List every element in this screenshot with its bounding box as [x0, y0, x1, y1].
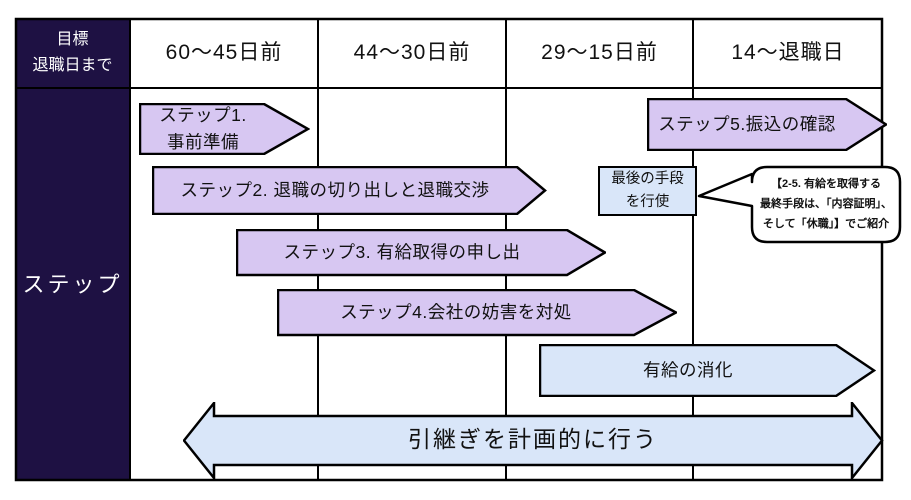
step3-arrow-shape	[236, 229, 606, 277]
last-resort-line2: を行使	[625, 194, 670, 210]
table-outer-border	[14, 17, 884, 482]
column-header-14-last: 14〜退職日	[731, 40, 845, 64]
last-resort-box: 最後の手段 を行使	[598, 166, 697, 216]
header-corner-line1: 目標	[56, 31, 89, 49]
callout-line3: そして「休職」】でご紹介	[762, 217, 890, 230]
step1-arrow	[139, 103, 310, 155]
paid-leave-arrow	[539, 344, 876, 397]
paid-leave-label: 有給の消化	[643, 359, 733, 380]
step1-label: ステップ1. 事前準備	[140, 104, 266, 154]
step5-arrow-shape	[647, 98, 887, 151]
header-corner-label: 目標 退職日まで	[15, 18, 130, 88]
step2-arrow	[152, 166, 547, 215]
step1-label-line1: ステップ1.	[159, 104, 247, 125]
step5-arrow	[647, 98, 887, 151]
step4-label: ステップ4.会社の妨害を対処	[340, 301, 572, 322]
step4-arrow	[277, 289, 677, 337]
column-header-29-15: 29〜15日前	[541, 40, 658, 64]
step3-arrow	[236, 229, 606, 277]
sidebar-row-label: ステップ	[22, 271, 123, 297]
callout-text: 【2-5. 有給を取得する 最終手段は、「内容証明」、 そして「休職」】でご紹介	[754, 169, 898, 241]
step4-arrow-shape	[277, 289, 677, 337]
callout-line2: 最終手段は、「内容証明」、	[760, 198, 892, 211]
step3-label: ステップ3. 有給取得の申し出	[283, 241, 521, 262]
paid-leave-arrow-shape	[539, 344, 876, 397]
header-corner-cell-bg	[15, 18, 130, 88]
step5-label: ステップ5.振込の確認	[658, 113, 836, 134]
handover-label: 引継ぎを計画的に行う	[408, 426, 658, 453]
callout-line1: 【2-5. 有給を取得する	[770, 178, 881, 191]
callout-bubble	[697, 165, 902, 244]
callout-bubble-shape	[697, 165, 902, 244]
handover-arrow-shape	[183, 402, 884, 480]
step2-label: ステップ2. 退職の切り出しと退職交渉	[180, 179, 490, 200]
handover-double-arrow	[183, 402, 884, 480]
column-header-44-30: 44〜30日前	[353, 40, 471, 64]
sidebar-cell-bg	[15, 88, 130, 481]
column-header-60-45: 60〜45日前	[165, 40, 283, 64]
step1-label-line2: 事前準備	[166, 132, 239, 152]
last-resort-line1: 最後の手段	[611, 170, 684, 187]
header-corner-line2: 退職日まで	[32, 57, 113, 74]
step1-arrow-shape	[139, 103, 310, 155]
step2-arrow-shape	[152, 166, 547, 215]
